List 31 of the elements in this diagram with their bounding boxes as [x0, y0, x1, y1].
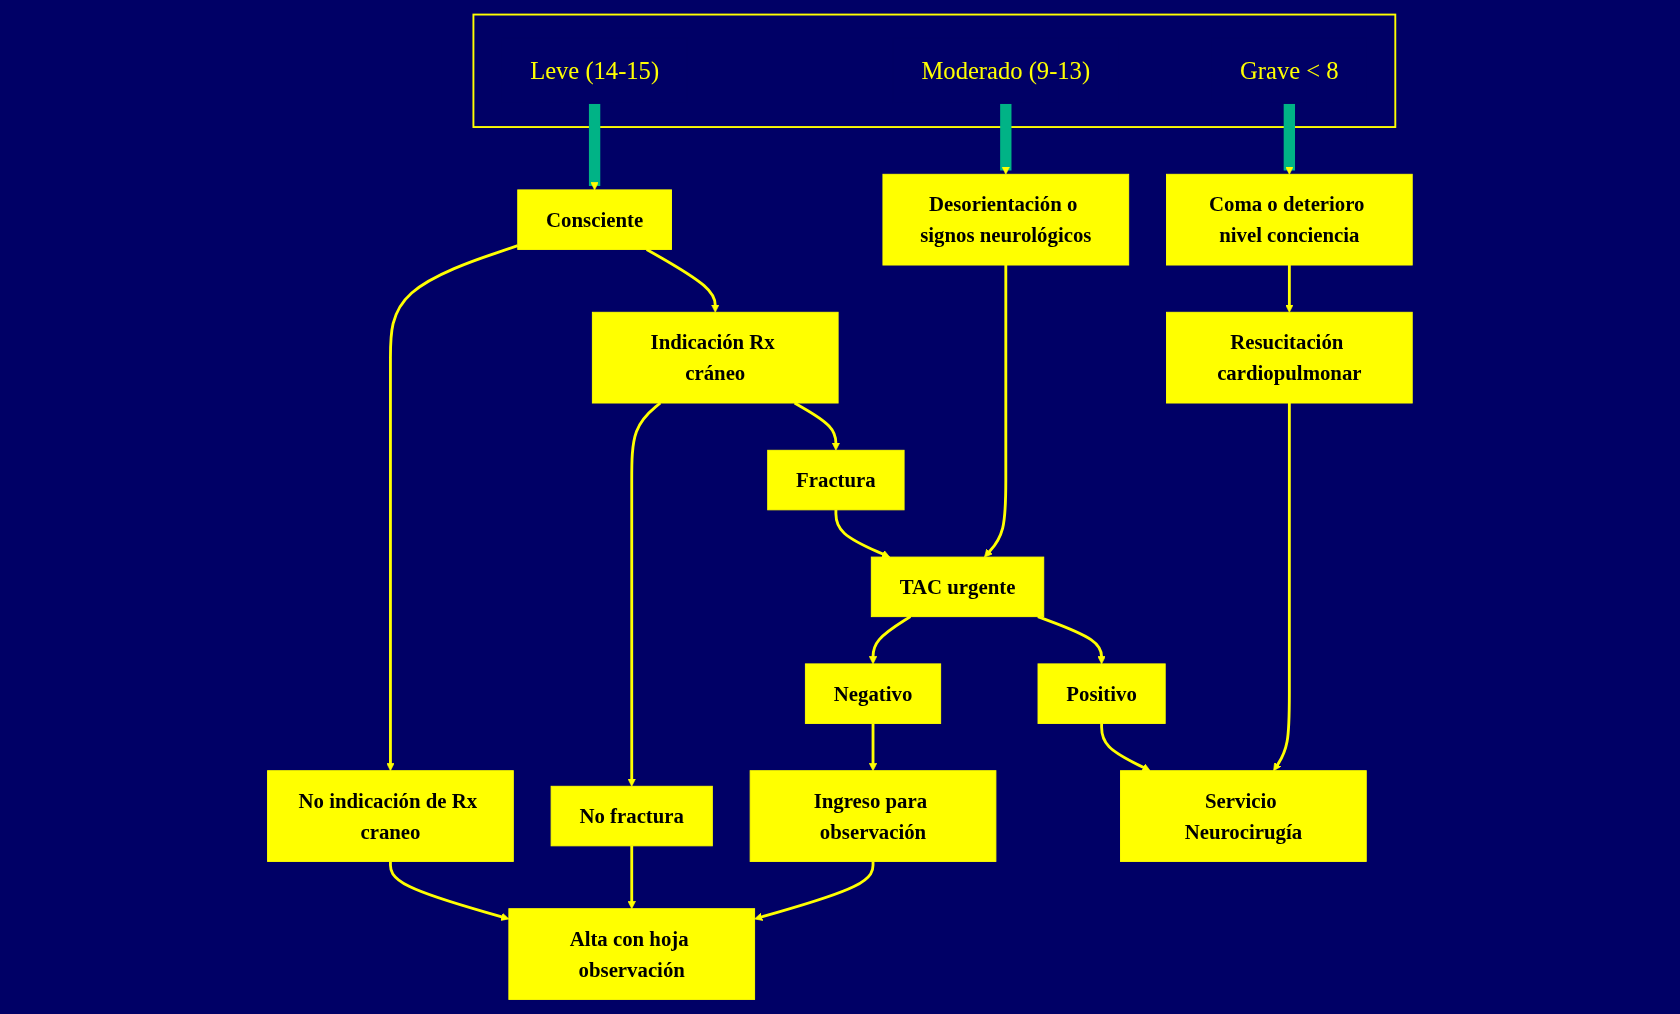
- node-box: Resucitación cardiopulmonar: [1166, 311, 1413, 404]
- cluster: [472, 13, 1397, 128]
- node-box: Servicio Neurocirugía: [1120, 770, 1367, 862]
- arrow: [1285, 265, 1294, 313]
- arrow: [868, 615, 912, 665]
- node-box: Ingreso para observación: [749, 770, 997, 862]
- arrow: [627, 845, 636, 910]
- arrow: [386, 244, 519, 772]
- node-box: Desorientación o signos neurológicos: [882, 173, 1130, 266]
- node-box: Coma o deterioro nivel conciencia: [1166, 173, 1413, 266]
- arrow: [1273, 403, 1291, 772]
- node-text: Leve (14-15): [530, 57, 660, 85]
- node-box: Alta con hoja observación: [508, 908, 756, 1000]
- node-text: Grave < 8: [1240, 57, 1339, 85]
- arrow: [984, 265, 1008, 558]
- arrow: [868, 723, 878, 772]
- node-box: Positivo: [1037, 663, 1166, 724]
- node-box: No fractura: [550, 785, 713, 847]
- arrow: [1100, 723, 1151, 772]
- node-text: Moderado (9-13): [921, 57, 1091, 85]
- node-box: Indicación Rx cráneo: [592, 311, 839, 404]
- node-box: TAC urgente: [870, 556, 1045, 618]
- node-box: Consciente: [517, 189, 673, 250]
- node-box: No indicación de Rx craneo: [267, 770, 514, 862]
- arrow: [834, 509, 891, 558]
- arrow: [646, 248, 720, 313]
- node-box: Fractura: [767, 449, 905, 511]
- node-box: Negativo: [805, 663, 942, 724]
- arrow: [389, 861, 510, 921]
- arrow: [754, 861, 875, 921]
- arrow: [1037, 615, 1106, 665]
